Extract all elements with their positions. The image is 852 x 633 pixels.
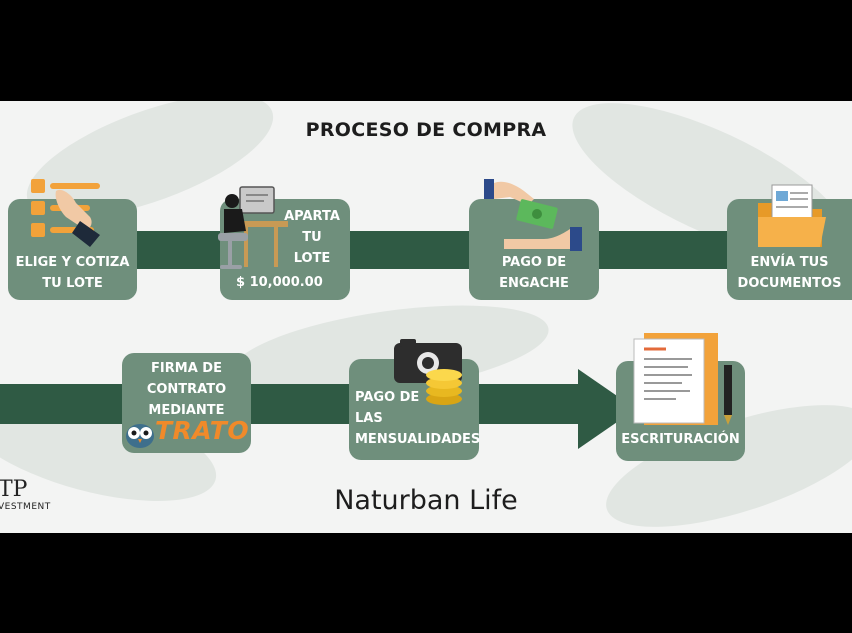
process-infographic: PROCESO DE COMPRA ELIGE Y COTIZA TU LOTE… — [0, 101, 852, 533]
checklist-hand-icon — [31, 179, 100, 247]
step-aparta-label: APARTA TU LOTE — [284, 209, 340, 266]
step-aparta-amount: $ 10,000.00 — [236, 275, 323, 290]
page-title: PROCESO DE COMPRA — [305, 119, 547, 141]
folder-documents-icon — [758, 184, 826, 247]
step-firma-label: FIRMA DE CONTRATO MEDIANTE — [146, 361, 227, 418]
step-documentos-label: ENVÍA TUS DOCUMENTOS — [737, 255, 842, 291]
step-escrituracion-label: ESCRITURACIÓN — [621, 432, 740, 447]
money-handover-icon — [484, 179, 582, 251]
logo-mark: TP — [0, 477, 28, 502]
step-aparta-card: APARTA TU LOTE $ 10,000.00 — [220, 199, 350, 300]
step-enganche-label: PAGO DE ENGACHE — [499, 255, 569, 291]
trato-owl-icon — [126, 424, 154, 448]
person-at-desk-icon — [218, 186, 288, 269]
logo-text: VESTMENT — [0, 502, 51, 512]
step-elige-label: ELIGE Y COTIZA TU LOTE — [15, 255, 130, 291]
brand-name: Naturban Life — [334, 485, 518, 516]
step-mensualidades-label: PAGO DE LAS MENSUALIDADES — [355, 390, 481, 447]
arrow-right-icon — [578, 369, 636, 449]
trato-logo: TRATO — [155, 416, 250, 445]
camera-coins-icon — [394, 339, 462, 405]
document-pen-icon — [633, 333, 732, 425]
process-band-bottom — [0, 384, 600, 424]
